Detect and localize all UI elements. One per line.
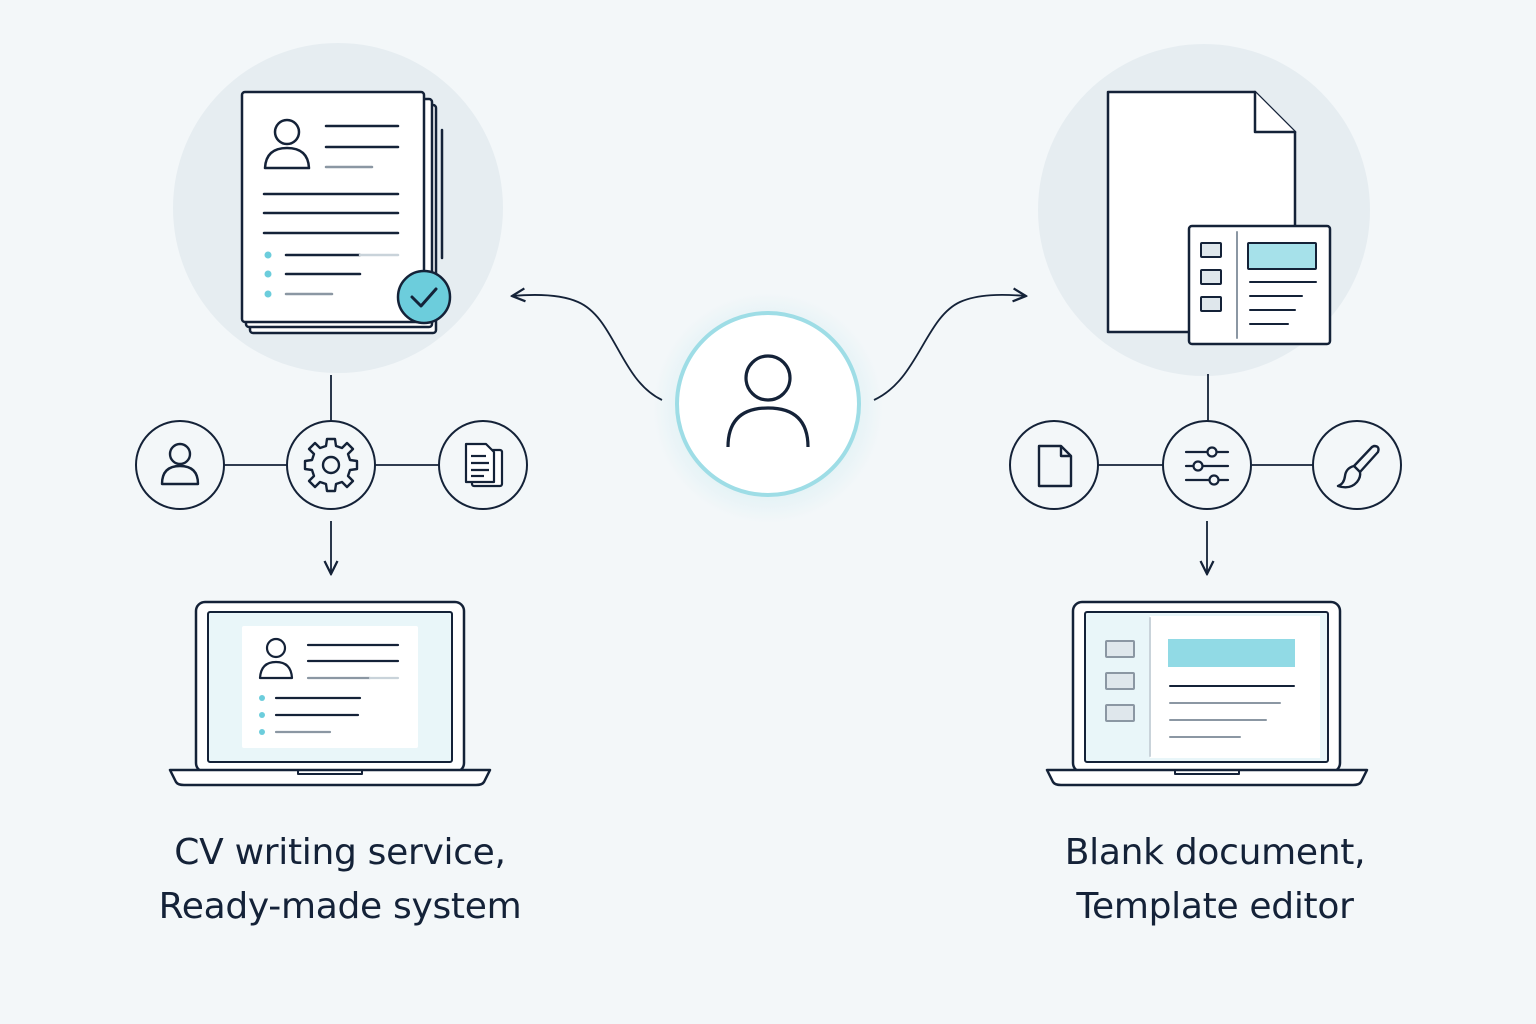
laptop-with-template-editor-icon [1045,600,1369,787]
center-node [512,293,1026,523]
left-option [135,43,528,787]
left-caption: CV writing service, Ready-made system [90,826,590,934]
left-caption-line1: CV writing service, [174,832,506,873]
document-icon [1037,444,1073,488]
center-user-circle[interactable] [675,311,861,497]
left-step-user[interactable] [135,420,225,510]
curve-to-right [873,295,1026,401]
right-step-paintbrush[interactable] [1312,420,1402,510]
right-step-document[interactable] [1009,420,1099,510]
paintbrush-icon [1336,444,1380,489]
right-step-sliders[interactable] [1162,420,1252,510]
user-icon [726,354,810,448]
curve-to-left [512,295,663,401]
gear-icon [303,437,359,493]
resume-stack-with-check-icon [240,90,452,335]
left-step-gear[interactable] [286,420,376,510]
documents-icon [464,442,504,488]
left-step-documents[interactable] [438,420,528,510]
blank-page-with-template-panel-icon [1106,90,1332,346]
laptop-with-resume-icon [168,600,492,787]
left-caption-line2: Ready-made system [158,886,522,927]
right-caption: Blank document, Template editor [960,826,1470,934]
sliders-icon [1184,446,1230,486]
right-caption-line1: Blank document, [1064,832,1366,873]
right-option [1009,44,1402,787]
user-icon [160,442,200,486]
right-caption-line2: Template editor [1076,886,1354,927]
